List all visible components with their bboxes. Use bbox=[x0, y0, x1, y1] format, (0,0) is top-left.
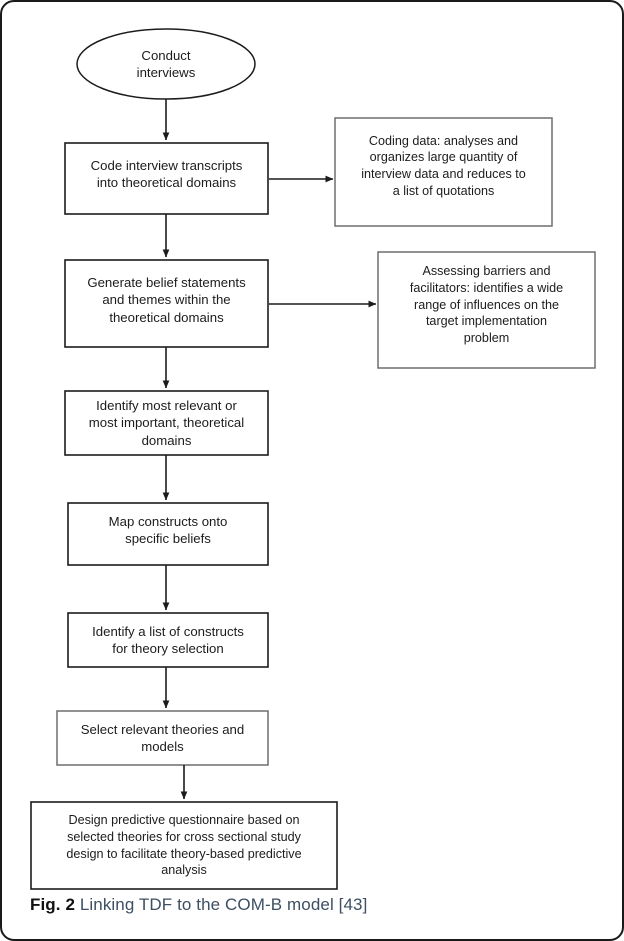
node-shape-map-constructs bbox=[67, 502, 269, 566]
node-shape-select-theories bbox=[56, 710, 269, 766]
figure-caption-reference: [43] bbox=[338, 895, 368, 914]
figure-caption: Fig. 2 Linking TDF to the COM-B model [4… bbox=[30, 895, 367, 915]
node-shape-conduct-interviews bbox=[76, 28, 256, 100]
node-shape-design-questionnaire bbox=[30, 801, 338, 890]
node-shape-generate-beliefs bbox=[64, 259, 269, 348]
node-shape-assessing-barriers bbox=[377, 251, 596, 369]
node-shape-code-transcripts bbox=[64, 142, 269, 215]
node-shape-identify-constructs-list bbox=[67, 612, 269, 668]
node-shape-coding-data bbox=[334, 117, 553, 227]
figure-caption-text: Linking TDF to the COM-B model bbox=[79, 895, 334, 914]
node-shape-identify-relevant-domains bbox=[64, 390, 269, 456]
figure-caption-label: Fig. 2 bbox=[30, 895, 75, 914]
